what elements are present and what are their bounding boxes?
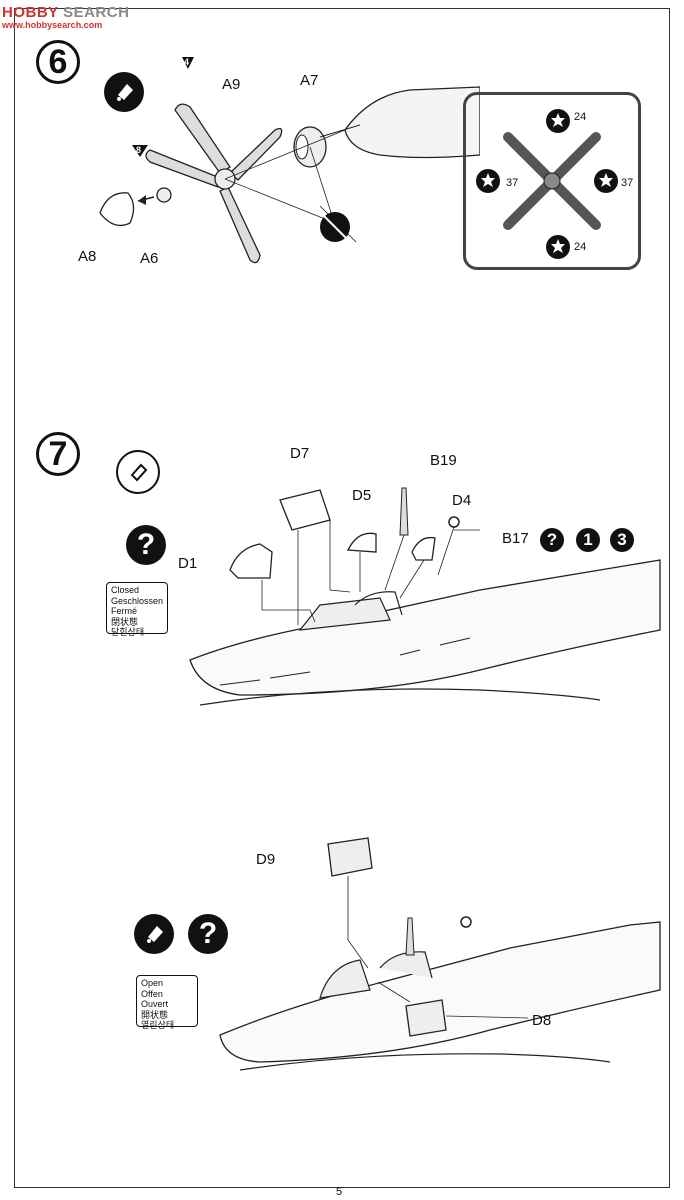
inset-label-right: 37 [621,177,634,189]
closed-canopy-note: Closed Geschlossen Fermé 閉状態 닫힌상태 [106,582,168,637]
part-label-a8: A8 [78,248,97,265]
note-open-ko: 열린상태 [141,1020,175,1030]
cement-icon-open [134,914,174,954]
propeller-assembly-drawing [99,57,480,264]
part-label-a7: A7 [300,72,319,89]
note-closed-de: Geschlossen [111,595,164,606]
step-6-number: 6 [36,40,80,84]
step-7-number: 7 [36,432,80,476]
note-open-ja: 開状態 [141,1009,169,1020]
question-icon-open: ? [188,914,228,954]
propeller-marking-inset: 24 24 37 37 [463,92,641,270]
part-label-d4: D4 [452,492,472,509]
watermark-url: www.hobbysearch.com [2,20,103,30]
note-closed-ja: 閉状態 [111,616,139,627]
part-label-a6: A6 [140,250,159,267]
note-open-fr: Ouvert [141,999,169,1009]
note-open-de: Offen [141,988,163,999]
note-closed-ko: 닫힌상태 [111,627,145,637]
b17-paint-3-icon: 3 [610,528,634,552]
part-label-d8: D8 [532,1012,552,1029]
paint-icon [116,450,160,494]
inset-label-left: 37 [506,177,519,189]
part-label-d1: D1 [178,555,198,572]
cement-icon [104,72,144,112]
b17-paint-1-icon: 1 [576,528,600,552]
propeller-front-view [476,109,618,259]
b17-question-icon: ? [540,528,564,552]
part-label-b17: B17 [502,530,529,547]
part-label-d9: D9 [256,851,276,868]
part-label-a9: A9 [222,76,241,93]
note-closed-fr: Fermé [111,606,138,616]
inset-label-bottom: 24 [574,241,587,253]
open-canopy-note: Open Offen Ouvert 開状態 열린상태 [136,975,198,1030]
arrow-mark-8: 8 [136,145,142,155]
canopy-open-assembly-drawing [219,837,661,1071]
note-open-en: Open [141,978,164,988]
part-label-b19: B19 [430,452,457,469]
question-icon: ? [126,525,166,565]
arrow-mark-4: 4 [184,57,190,67]
page-number: 5 [336,1186,343,1198]
note-closed-en: Closed [111,585,140,595]
part-label-d5: D5 [352,487,372,504]
part-label-d7: D7 [290,445,310,462]
canopy-closed-assembly-drawing [189,487,661,706]
inset-label-top: 24 [574,111,587,123]
watermark-brand: HOBBY SEARCH [2,4,130,21]
page-border [14,8,670,1188]
